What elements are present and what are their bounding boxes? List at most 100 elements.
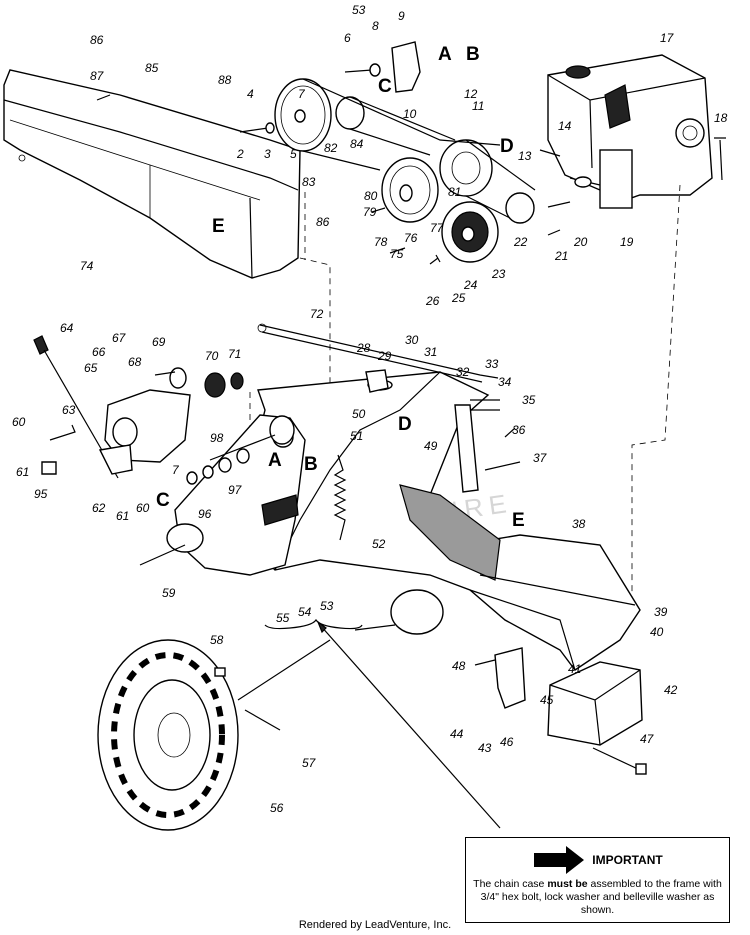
part-number-label: 72 bbox=[310, 307, 324, 321]
weight-bracket bbox=[474, 647, 647, 775]
arrow-right-icon bbox=[534, 846, 585, 874]
connection-letter-label: C bbox=[156, 490, 170, 511]
part-number-label: 4 bbox=[247, 87, 254, 101]
part-number-label: 14 bbox=[558, 119, 572, 133]
connection-letter-label: C bbox=[378, 76, 392, 97]
part-number-label: 97 bbox=[228, 483, 243, 497]
leader-arrowhead bbox=[316, 620, 327, 634]
connection-letter-label: A bbox=[268, 450, 282, 471]
part-number-label: 86 bbox=[316, 215, 330, 229]
part-number-label: 71 bbox=[228, 347, 241, 361]
part-number-label: 26 bbox=[425, 294, 440, 308]
part-number-label: 95 bbox=[34, 487, 48, 501]
part-number-label: 51 bbox=[350, 429, 363, 443]
footer-credit: Rendered by LeadVenture, Inc. bbox=[298, 919, 452, 931]
connection-letter-label: E bbox=[512, 510, 525, 531]
part-number-label: 86 bbox=[90, 33, 104, 47]
part-number-label: 56 bbox=[270, 801, 284, 815]
part-number-label: 63 bbox=[62, 403, 76, 417]
part-number-label: 77 bbox=[430, 221, 445, 235]
part-number-label: 65 bbox=[84, 361, 98, 375]
part-number-label: 40 bbox=[650, 625, 664, 639]
part-number-label: 75 bbox=[390, 247, 404, 261]
part-number-label: 17 bbox=[660, 31, 675, 45]
part-number-label: 74 bbox=[80, 259, 94, 273]
important-notice: IMPORTANT The chain case must be assembl… bbox=[465, 837, 730, 923]
important-title: IMPORTANT bbox=[592, 853, 663, 867]
idler-bracket bbox=[391, 41, 421, 93]
control-rod bbox=[257, 323, 499, 383]
part-number-label: 19 bbox=[620, 235, 634, 249]
part-number-label: 47 bbox=[640, 732, 655, 746]
part-number-label: 44 bbox=[450, 727, 464, 741]
connection-letter-label: E bbox=[212, 216, 225, 237]
part-number-label: 41 bbox=[568, 662, 581, 676]
part-number-label: 25 bbox=[451, 291, 466, 305]
part-number-label: 87 bbox=[90, 69, 105, 83]
part-number-label: 31 bbox=[424, 345, 437, 359]
part-number-label: 18 bbox=[714, 111, 728, 125]
part-number-label: 50 bbox=[352, 407, 366, 421]
connection-letter-label: A bbox=[438, 44, 452, 65]
part-number-label: 45 bbox=[540, 693, 554, 707]
part-number-label: 42 bbox=[664, 683, 678, 697]
important-header: IMPORTANT bbox=[472, 842, 723, 878]
tension-spring bbox=[333, 454, 347, 541]
part-number-label: 85 bbox=[145, 61, 159, 75]
part-number-label: 76 bbox=[404, 231, 418, 245]
part-number-label: 60 bbox=[12, 415, 26, 429]
connection-letter-label: D bbox=[500, 136, 514, 157]
part-number-label: 79 bbox=[363, 205, 377, 219]
part-number-label: 39 bbox=[654, 605, 668, 619]
part-number-label: 3 bbox=[264, 147, 271, 161]
important-text-bold: must be bbox=[547, 878, 588, 890]
clutch-linkage bbox=[365, 369, 521, 493]
part-number-label: 53 bbox=[352, 3, 366, 17]
connection-letter-label: B bbox=[304, 454, 318, 475]
engine-bolt bbox=[714, 137, 726, 181]
part-number-label: 60 bbox=[136, 501, 150, 515]
part-number-label: 6 bbox=[344, 31, 351, 45]
part-number-label: 88 bbox=[218, 73, 232, 87]
part-number-label: 59 bbox=[162, 586, 176, 600]
part-number-label: 32 bbox=[456, 365, 470, 379]
drive-shaft-parts bbox=[186, 415, 295, 485]
important-text-pre: The chain case bbox=[473, 878, 548, 890]
part-number-label: 83 bbox=[302, 175, 316, 189]
part-number-label: 67 bbox=[112, 331, 127, 345]
part-number-label: 64 bbox=[60, 321, 74, 335]
part-number-label: 46 bbox=[500, 735, 514, 749]
part-number-label: 9 bbox=[398, 9, 405, 23]
chain-case bbox=[139, 414, 306, 576]
part-number-label: 69 bbox=[152, 335, 166, 349]
part-number-label: 57 bbox=[302, 756, 317, 770]
part-number-label: 66 bbox=[92, 345, 106, 359]
part-number-label: 61 bbox=[116, 509, 129, 523]
part-number-label: 53 bbox=[320, 599, 334, 613]
part-number-label: 82 bbox=[324, 141, 338, 155]
part-number-label: 78 bbox=[374, 235, 388, 249]
belt-guard-shield bbox=[3, 69, 301, 279]
part-number-label: 10 bbox=[403, 107, 417, 121]
fasteners-top bbox=[239, 63, 571, 265]
part-number-label: 23 bbox=[491, 267, 506, 281]
part-number-label: 96 bbox=[198, 507, 212, 521]
part-number-label: 70 bbox=[205, 349, 219, 363]
part-number-label: 8 bbox=[372, 19, 379, 33]
part-number-label: 61 bbox=[16, 465, 29, 479]
part-number-label: 84 bbox=[350, 137, 364, 151]
part-number-label: 80 bbox=[364, 189, 378, 203]
connection-letter-label: B bbox=[466, 44, 480, 65]
part-number-label: 13 bbox=[518, 149, 532, 163]
part-number-label: 24 bbox=[463, 278, 478, 292]
leader-arrow bbox=[319, 624, 501, 829]
part-number-label: 33 bbox=[485, 357, 499, 371]
part-number-label: 37 bbox=[533, 451, 548, 465]
part-number-label: 12 bbox=[464, 87, 478, 101]
part-number-label: 81 bbox=[448, 185, 461, 199]
part-number-label: 34 bbox=[498, 375, 512, 389]
part-number-label: 54 bbox=[298, 605, 312, 619]
part-number-label: 49 bbox=[424, 439, 438, 453]
